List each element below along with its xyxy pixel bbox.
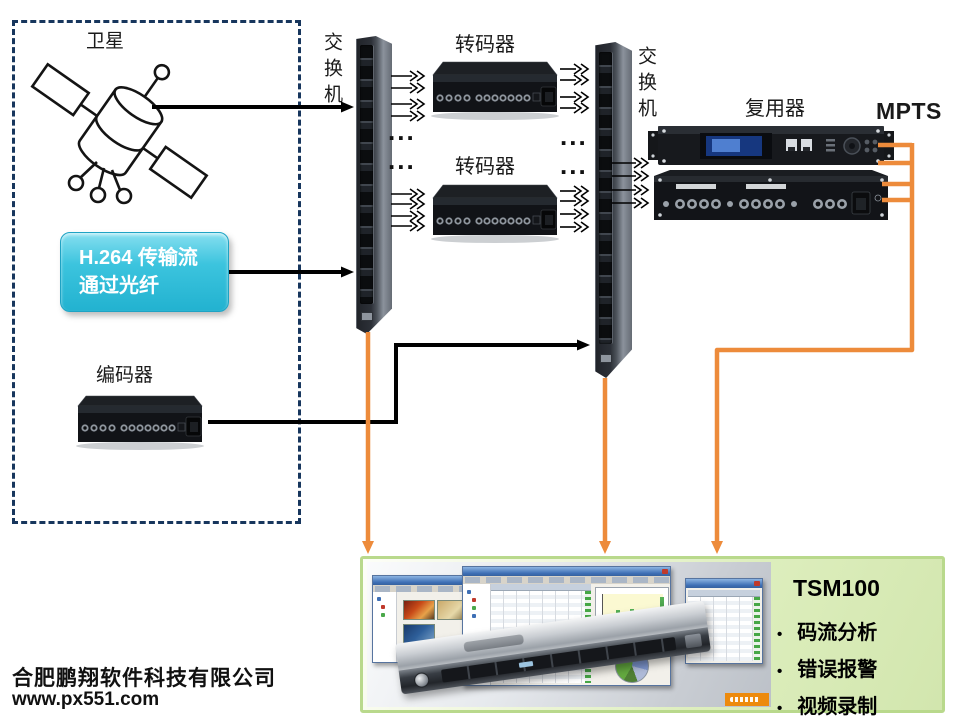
switch2-device-image [595, 42, 632, 378]
server-logo-icon [413, 671, 431, 689]
ellipsis-left-1: ... [388, 116, 416, 146]
window-close-icon [662, 569, 668, 574]
satellite-icon [30, 62, 209, 205]
bullet-icon: • [777, 626, 783, 643]
company-name: 合肥鹏翔软件科技有限公司 [12, 667, 276, 690]
multiplexer-front-device-image [648, 126, 894, 165]
window-tree-panel [373, 592, 397, 662]
ellipsis-left-2: ... [388, 145, 416, 175]
tsm-panel: TSM100 • 码流分析 • 错误报警 • 视频录制 [360, 556, 945, 718]
ellipsis-right-1: ... [560, 121, 588, 151]
tsm-feature-label: 码流分析 [797, 622, 878, 644]
transcoder2-label: 转码器 [455, 156, 515, 178]
switch1-ports [360, 44, 373, 305]
tsm-feature-item: • 视频录制 [775, 690, 943, 719]
vendor-logo-mark [730, 697, 760, 702]
table-status-column [754, 597, 760, 661]
tsm-feature-label: 视频录制 [797, 696, 878, 718]
switch2-label: 交换机 [635, 46, 656, 124]
switch2-console-port [600, 353, 612, 363]
port-arrows-switch1-to-transcoder2 [391, 188, 426, 232]
tsm-text-block: TSM100 • 码流分析 • 错误报警 • 视频录制 [775, 569, 943, 719]
table-header [688, 590, 760, 597]
vendor-logo-badge [725, 693, 769, 706]
transcoder2-device-image [431, 184, 559, 243]
ellipsis-right-2: ... [560, 150, 588, 180]
tsm-feature-item: • 错误报警 [775, 653, 943, 682]
bullet-icon: • [777, 700, 783, 717]
window-close-icon [754, 581, 760, 586]
tsm-feature-label: 错误报警 [797, 659, 878, 681]
window-titlebar [373, 576, 470, 585]
h264-note-line1: H.264 传输流 [79, 247, 198, 269]
server-vent [463, 634, 525, 653]
window-titlebar [463, 567, 670, 576]
table-header [491, 584, 591, 591]
switch1-console-port [361, 311, 373, 321]
port-arrows-switch1-to-transcoder1 [391, 70, 426, 122]
transcoder1-label: 转码器 [455, 34, 515, 56]
mpts-label: MPTS [876, 98, 942, 124]
switch1-device-image [356, 36, 392, 334]
company-website: www.px551.com [12, 689, 160, 710]
multiplexer-rear-device-image [654, 170, 888, 220]
transcoder1-device-image [431, 61, 559, 120]
encoder-device-image [76, 395, 204, 450]
switch1-label: 交换机 [321, 32, 342, 110]
switch2-ports [599, 52, 612, 345]
satellite-label: 卫星 [86, 31, 125, 52]
tsm-montage-image [367, 562, 771, 707]
window-titlebar [686, 579, 762, 588]
bullet-icon: • [777, 663, 783, 680]
h264-note-line2: 通过光纤 [79, 275, 159, 297]
h264-note-box: H.264 传输流 通过光纤 [60, 232, 229, 312]
tsm-feature-item: • 码流分析 [775, 616, 943, 645]
server-latch [684, 633, 703, 649]
tsm-title: TSM100 [793, 575, 880, 601]
video-thumbnail-1 [403, 600, 435, 620]
window-toolbar [373, 585, 470, 592]
multiplexer-label: 复用器 [745, 98, 805, 120]
encoder-label: 编码器 [96, 365, 154, 386]
window-menubar [463, 576, 670, 584]
